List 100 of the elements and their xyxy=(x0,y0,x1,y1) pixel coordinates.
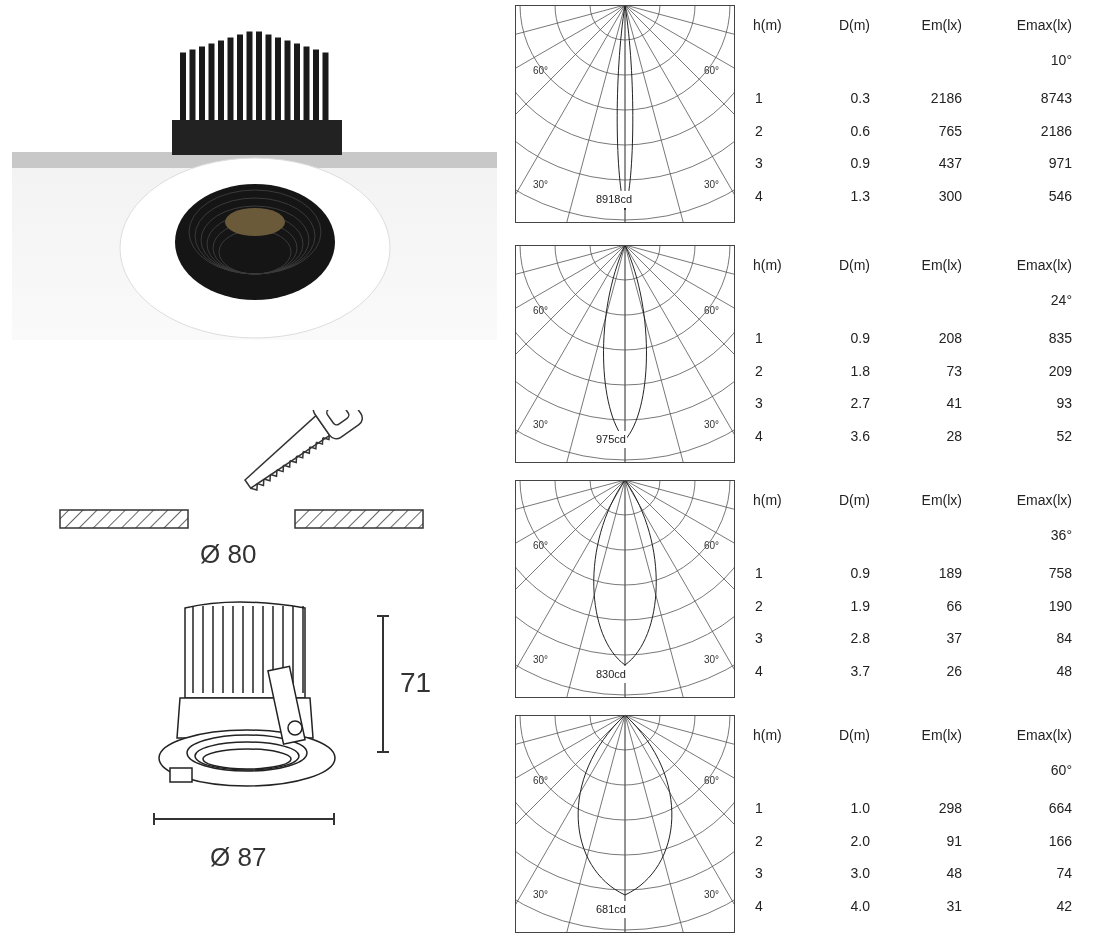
angle-label: 60° xyxy=(533,774,549,788)
angle-label: 60° xyxy=(533,304,549,318)
table-cell-text: 93 xyxy=(1056,394,1072,413)
table-cell-text: 0.3 xyxy=(850,89,870,108)
table-cell-text: 66 xyxy=(946,597,962,616)
table-cell-text: 3.6 xyxy=(850,427,870,446)
angle-label: 60° xyxy=(703,539,719,553)
table-cell-text: 189 xyxy=(938,564,962,583)
table-cell-text: 91 xyxy=(946,832,962,851)
angle-label: 30° xyxy=(533,653,549,667)
table-cell-text: 28 xyxy=(946,427,962,446)
table-cell-text: 971 xyxy=(1048,154,1072,173)
table-cell-text: 2 xyxy=(755,597,763,616)
table-cell-text: 1.8 xyxy=(850,362,870,381)
table-cell-text: 664 xyxy=(1048,799,1072,818)
table-cell-text: 3.0 xyxy=(850,864,870,883)
table-cell-text: 1 xyxy=(755,564,763,583)
table-cell-text: 300 xyxy=(938,187,962,206)
table-cell-text: 3 xyxy=(755,864,763,883)
dimension-label: Ø 80 xyxy=(200,538,257,571)
table-cell-text: 4 xyxy=(755,427,763,446)
intensity-label: 8918cd xyxy=(595,191,634,208)
intensity-label: 830cd xyxy=(595,666,627,683)
table-cell-text: 0.9 xyxy=(850,329,870,348)
angle-label: 30° xyxy=(703,418,719,432)
table-header: h(m) xyxy=(753,256,782,275)
table-cell-text: 1.3 xyxy=(850,187,870,206)
table-header: D(m) xyxy=(838,491,870,510)
table-cell-text: 3.7 xyxy=(850,662,870,681)
intensity-label: 975cd xyxy=(595,431,627,448)
table-cell-text: 4 xyxy=(755,897,763,916)
table-header: D(m) xyxy=(838,16,870,35)
table-cell-text: 2.7 xyxy=(850,394,870,413)
table-cell-text: 0.9 xyxy=(850,154,870,173)
table-cell-text: 2 xyxy=(755,832,763,851)
table-cell-text: 3 xyxy=(755,394,763,413)
table-header: Em(lx) xyxy=(921,491,962,510)
table-cell-text: 1 xyxy=(755,799,763,818)
table-cell-text: 0.9 xyxy=(850,564,870,583)
table-cell-text: 2186 xyxy=(930,89,962,108)
table-cell-text: 208 xyxy=(938,329,962,348)
table-header: D(m) xyxy=(838,256,870,275)
table-cell-text: 74 xyxy=(1056,864,1072,883)
table-cell-text: 546 xyxy=(1048,187,1072,206)
table-cell-text: 31 xyxy=(946,897,962,916)
intensity-label: 681cd xyxy=(595,901,627,918)
angle-label: 60° xyxy=(703,304,719,318)
beam-angle-label: 60° xyxy=(1050,761,1072,780)
table-cell-text: 758 xyxy=(1048,564,1072,583)
table-cell-text: 1.0 xyxy=(850,799,870,818)
table-cell-text: 73 xyxy=(946,362,962,381)
table-header: h(m) xyxy=(753,491,782,510)
table-cell-text: 1.9 xyxy=(850,597,870,616)
table-header: Emax(lx) xyxy=(1016,726,1072,745)
table-header: Em(lx) xyxy=(921,16,962,35)
table-cell-text: 48 xyxy=(946,864,962,883)
angle-label: 60° xyxy=(533,64,549,78)
beam-angle-label: 24° xyxy=(1050,291,1072,310)
table-cell-text: 166 xyxy=(1048,832,1072,851)
table-cell-text: 2.8 xyxy=(850,629,870,648)
table-cell-text: 48 xyxy=(1056,662,1072,681)
table-cell-text: 209 xyxy=(1048,362,1072,381)
table-header: Em(lx) xyxy=(921,256,962,275)
table-cell-text: 1 xyxy=(755,89,763,108)
table-header: Em(lx) xyxy=(921,726,962,745)
table-cell-text: 41 xyxy=(946,394,962,413)
angle-label: 30° xyxy=(533,888,549,902)
table-cell-text: 190 xyxy=(1048,597,1072,616)
table-header: Emax(lx) xyxy=(1016,491,1072,510)
table-header: Emax(lx) xyxy=(1016,256,1072,275)
table-cell-text: 2 xyxy=(755,122,763,141)
angle-label: 30° xyxy=(703,178,719,192)
table-cell-text: 4 xyxy=(755,187,763,206)
table-cell-text: 26 xyxy=(946,662,962,681)
table-cell-text: 84 xyxy=(1056,629,1072,648)
table-cell-text: 0.6 xyxy=(850,122,870,141)
table-header: Emax(lx) xyxy=(1016,16,1072,35)
table-cell-text: 2186 xyxy=(1040,122,1072,141)
table-cell-text: 8743 xyxy=(1040,89,1072,108)
angle-label: 30° xyxy=(703,888,719,902)
table-header: h(m) xyxy=(753,726,782,745)
table-cell-text: 52 xyxy=(1056,427,1072,446)
table-cell-text: 4.0 xyxy=(850,897,870,916)
angle-label: 60° xyxy=(703,774,719,788)
table-cell-text: 2.0 xyxy=(850,832,870,851)
table-cell-text: 1 xyxy=(755,329,763,348)
angle-label: 60° xyxy=(533,539,549,553)
angle-label: 30° xyxy=(533,418,549,432)
table-cell-text: 765 xyxy=(938,122,962,141)
table-cell-text: 3 xyxy=(755,629,763,648)
table-cell-text: 298 xyxy=(938,799,962,818)
beam-angle-label: 36° xyxy=(1050,526,1072,545)
table-cell-text: 437 xyxy=(938,154,962,173)
angle-label: 30° xyxy=(533,178,549,192)
table-cell-text: 37 xyxy=(946,629,962,648)
table-cell-text: 3 xyxy=(755,154,763,173)
table-cell-text: 835 xyxy=(1048,329,1072,348)
angle-label: 30° xyxy=(703,653,719,667)
beam-angle-label: 10° xyxy=(1050,51,1072,70)
dimension-label: Ø 87 xyxy=(210,841,267,874)
